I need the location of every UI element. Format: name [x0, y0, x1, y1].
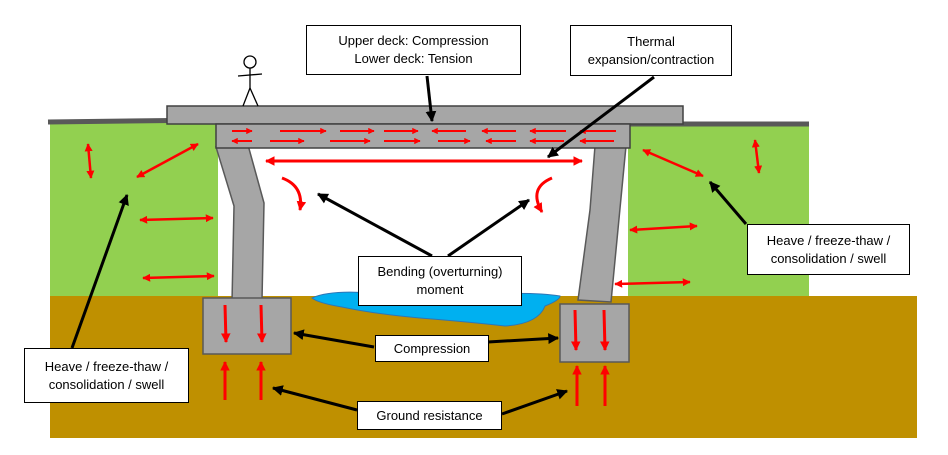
heave-left-line2: consolidation / swell [48, 376, 165, 392]
heave-left-line1: Heave / freeze-thaw / [44, 358, 169, 374]
ground-resistance-label: Ground resistance [357, 401, 502, 430]
heave-right-line1: Heave / freeze-thaw / [766, 232, 891, 248]
bending-moment-label: Bending (overturning) moment [358, 256, 522, 306]
ground-force-arrows [84, 139, 763, 288]
deck-stress-label: Upper deck: Compression Lower deck: Tens… [306, 25, 521, 75]
compression-label: Compression [375, 335, 489, 362]
deck-stress-line2: Lower deck: Tension [354, 51, 473, 66]
compression-text: Compression [393, 340, 471, 356]
thermal-line1: Thermal [627, 33, 675, 49]
left-footing [202, 297, 292, 355]
ground-resistance-text: Ground resistance [376, 407, 483, 423]
thermal-label: Thermal expansion/contraction [570, 25, 732, 76]
stick-figure-icon [237, 55, 263, 107]
heave-right-label: Heave / freeze-thaw / consolidation / sw… [747, 224, 910, 275]
footing-compression-arrows [220, 304, 610, 351]
deck-force-arrows [231, 127, 616, 145]
thermal-line2: expansion/contraction [587, 51, 715, 67]
heave-left-label: Heave / freeze-thaw / consolidation / sw… [24, 348, 189, 403]
right-footing [559, 303, 630, 363]
right-abutment-wall [577, 145, 627, 303]
bending-line1: Bending (overturning) [377, 264, 503, 279]
deck-stress-line1: Upper deck: Compression [338, 33, 489, 48]
lower-deck [215, 123, 631, 149]
left-abutment-wall [215, 144, 265, 303]
right-bending-moment-arrow [533, 176, 553, 213]
bending-line2: moment [416, 282, 464, 297]
left-bending-moment-arrow [281, 176, 307, 211]
heave-right-line2: consolidation / swell [770, 250, 887, 266]
ground-resistance-arrows [220, 361, 610, 406]
pointer-arrows [70, 75, 748, 416]
